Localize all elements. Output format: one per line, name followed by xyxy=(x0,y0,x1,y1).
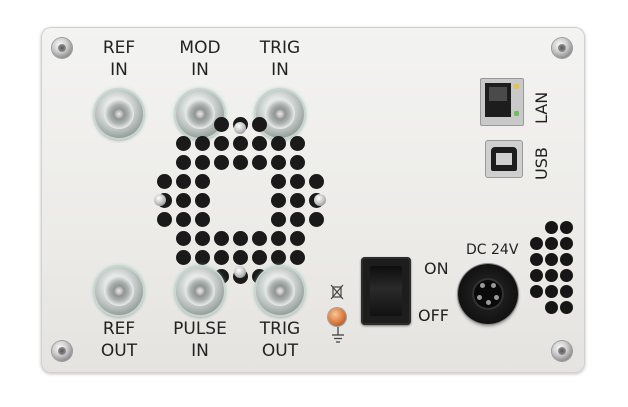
fan-vent-hole xyxy=(156,173,172,189)
fan-vent-hole xyxy=(175,154,191,170)
power-switch-rocker[interactable] xyxy=(370,266,402,316)
fan-vent-hole xyxy=(270,230,286,246)
weee-bin-icon xyxy=(330,284,344,300)
fan-vent-hole xyxy=(270,173,286,189)
fan-vent-hole xyxy=(270,135,286,151)
fan-mount-screw xyxy=(234,266,246,278)
fan-vent-hole xyxy=(194,249,210,265)
corner-screw-top-left xyxy=(52,38,72,58)
side-vent-hole xyxy=(560,253,573,266)
side-vent-hole xyxy=(545,253,558,266)
fan-vent-hole xyxy=(289,192,305,208)
fan-vent-hole xyxy=(270,154,286,170)
fan-vent-hole xyxy=(213,116,229,132)
fan-vent-hole xyxy=(270,249,286,265)
fan-vent-hole xyxy=(251,135,267,151)
fan-vent-hole xyxy=(270,192,286,208)
dc-input-label: DC 24V xyxy=(466,242,519,258)
fan-vent-hole xyxy=(175,211,191,227)
fan-vent-grille xyxy=(154,116,326,284)
fan-vent-hole xyxy=(156,211,172,227)
fan-vent-hole xyxy=(232,230,248,246)
ground-screw[interactable] xyxy=(328,308,346,326)
fan-vent-hole xyxy=(175,230,191,246)
fan-vent-hole xyxy=(232,154,248,170)
corner-screw-bottom-left xyxy=(52,341,72,361)
side-vent-hole xyxy=(530,269,543,282)
fan-vent-hole xyxy=(289,173,305,189)
fan-vent-hole xyxy=(194,135,210,151)
fan-mount-screw xyxy=(234,122,246,134)
side-vent-hole xyxy=(545,285,558,298)
side-vent-hole xyxy=(560,285,573,298)
fan-vent-hole xyxy=(194,211,210,227)
ref-out-bnc-connector[interactable] xyxy=(95,267,143,315)
fan-vent-hole xyxy=(308,211,324,227)
fan-mount-screw xyxy=(154,194,166,206)
side-vent-hole xyxy=(545,269,558,282)
side-vent-hole xyxy=(545,301,558,314)
fan-vent-hole xyxy=(194,154,210,170)
on-label: ON xyxy=(424,259,449,278)
lan-port[interactable] xyxy=(480,78,524,126)
corner-screw-bottom-right xyxy=(552,341,572,361)
fan-vent-hole xyxy=(251,154,267,170)
fan-vent-hole xyxy=(213,230,229,246)
fan-vent-hole xyxy=(289,135,305,151)
off-label: OFF xyxy=(418,306,449,325)
ground-icon xyxy=(332,327,344,343)
usb-port[interactable] xyxy=(485,140,523,178)
power-switch[interactable] xyxy=(361,257,411,325)
fan-vent-hole xyxy=(232,135,248,151)
fan-vent-hole xyxy=(251,230,267,246)
side-vent-hole xyxy=(560,301,573,314)
dc-power-connector[interactable] xyxy=(458,264,518,324)
fan-vent-hole xyxy=(289,211,305,227)
side-vent-hole xyxy=(560,221,573,234)
corner-screw-top-right xyxy=(552,38,572,58)
side-vent-grille xyxy=(530,221,574,317)
fan-vent-hole xyxy=(289,154,305,170)
side-vent-hole xyxy=(530,253,543,266)
side-vent-hole xyxy=(530,237,543,250)
ref-in-bnc-connector[interactable] xyxy=(95,90,143,138)
fan-vent-hole xyxy=(251,116,267,132)
fan-mount-screw xyxy=(314,194,326,206)
side-vent-hole xyxy=(560,237,573,250)
fan-vent-hole xyxy=(289,230,305,246)
fan-vent-hole xyxy=(194,173,210,189)
fan-vent-hole xyxy=(194,192,210,208)
fan-vent-hole xyxy=(289,249,305,265)
fan-vent-hole xyxy=(213,249,229,265)
side-vent-hole xyxy=(560,269,573,282)
fan-vent-hole xyxy=(308,173,324,189)
side-vent-hole xyxy=(530,285,543,298)
fan-vent-hole xyxy=(175,249,191,265)
pulse-in-bnc-connector[interactable] xyxy=(176,267,224,315)
usb-label: USB xyxy=(532,147,551,180)
fan-vent-hole xyxy=(251,249,267,265)
side-vent-hole xyxy=(545,221,558,234)
fan-vent-hole xyxy=(270,211,286,227)
fan-vent-hole xyxy=(175,173,191,189)
trig-out-bnc-connector[interactable] xyxy=(256,267,304,315)
fan-vent-hole xyxy=(175,192,191,208)
fan-vent-hole xyxy=(213,135,229,151)
side-vent-hole xyxy=(545,237,558,250)
fan-vent-hole xyxy=(194,230,210,246)
fan-vent-hole xyxy=(232,249,248,265)
fan-vent-hole xyxy=(175,135,191,151)
fan-vent-hole xyxy=(213,154,229,170)
lan-label: LAN xyxy=(532,91,551,124)
